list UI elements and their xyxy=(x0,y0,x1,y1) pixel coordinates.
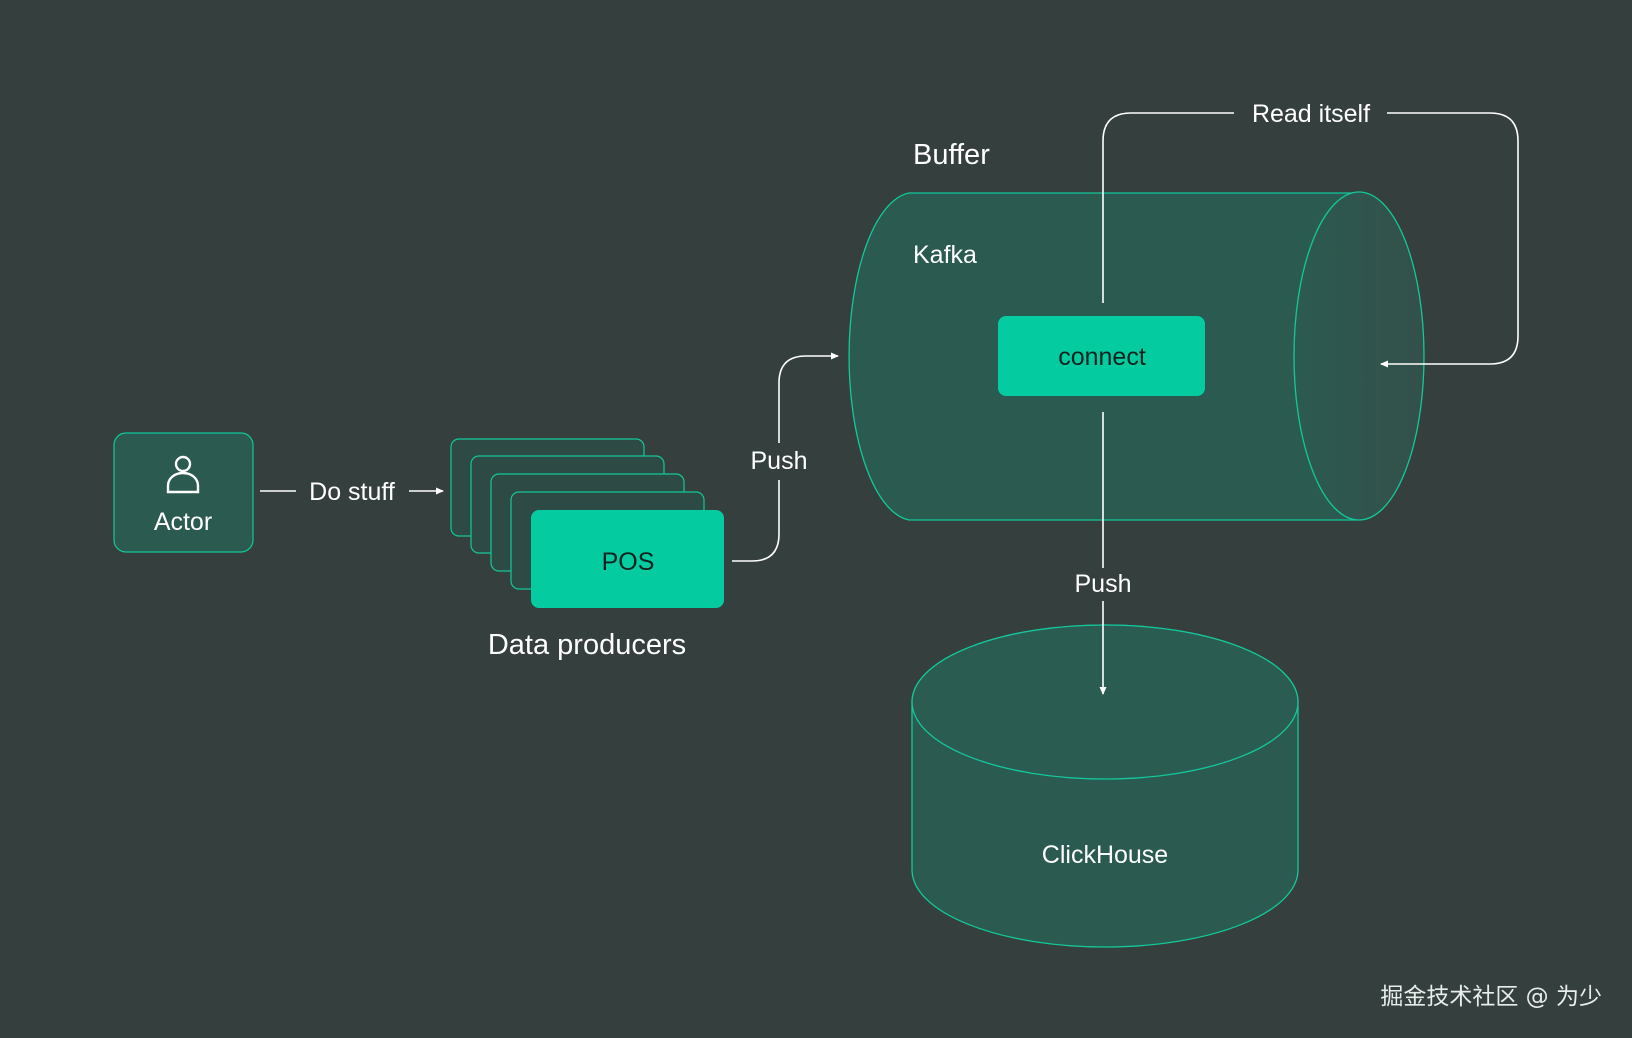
data-producers-caption: Data producers xyxy=(488,629,686,661)
kafka-cylinder-cap xyxy=(1293,191,1425,521)
push-to-clickhouse-label: Push xyxy=(1075,570,1132,598)
push-to-buffer-label: Push xyxy=(751,447,808,475)
clickhouse-cylinder xyxy=(911,624,1299,948)
kafka-label: Kafka xyxy=(913,241,977,269)
buffer-title: Buffer xyxy=(913,139,990,171)
clickhouse-label: ClickHouse xyxy=(1042,841,1168,869)
actor-label: Actor xyxy=(154,508,212,536)
person-icon xyxy=(166,455,200,494)
pos-card: POS xyxy=(531,510,724,608)
data-producers-stack: POS Data producers xyxy=(450,438,724,661)
watermark-text: 掘金技术社区 @ 为少 xyxy=(1380,984,1602,1010)
read-itself-edge: Read itself xyxy=(1102,100,1519,368)
actor-node: Actor xyxy=(113,432,254,553)
connect-box: connect xyxy=(998,316,1205,396)
do-stuff-label: Do stuff xyxy=(309,478,395,506)
clickhouse-cylinder-top xyxy=(911,624,1299,780)
push-to-buffer-edge: Push xyxy=(732,352,839,562)
push-to-clickhouse-edge: Push xyxy=(1075,412,1132,695)
pos-label: POS xyxy=(602,548,655,576)
do-stuff-edge: Do stuff xyxy=(260,478,444,506)
read-itself-label: Read itself xyxy=(1252,100,1370,128)
connect-label: connect xyxy=(1058,343,1146,371)
